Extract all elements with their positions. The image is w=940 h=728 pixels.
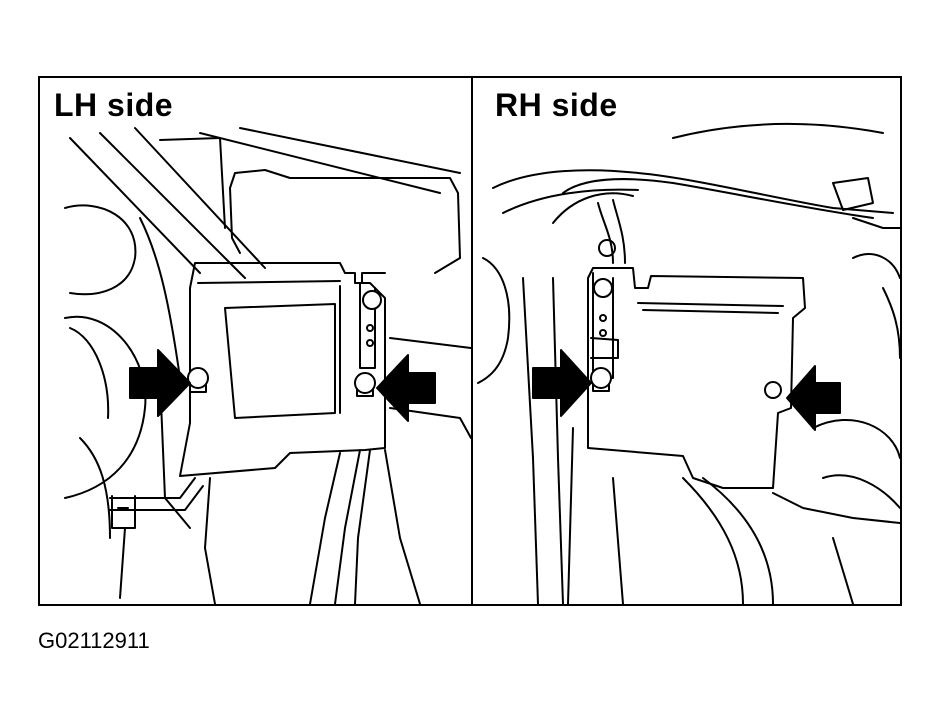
bolt-icon [362,290,382,310]
panel-lh-side: LH side [40,78,471,604]
figure-frame: LH side [38,76,902,606]
bolt-icon [354,372,376,397]
bolt-icon [590,367,612,392]
bolt-icon [593,278,613,298]
bolt-icon [187,367,209,393]
arrow-right-icon [532,349,592,417]
panel-rh-side: RH side [473,78,900,604]
arrow-left-icon [786,365,841,431]
rh-side-label: RH side [491,86,622,124]
bolt-icon [764,381,782,399]
rh-side-illustration [477,122,900,604]
panel-divider [471,78,473,604]
figure-code: G02112911 [38,628,150,653]
arrow-right-icon [129,349,191,417]
lh-side-label: LH side [50,86,178,124]
arrow-left-icon [376,354,436,422]
lh-side-illustration [64,127,471,604]
